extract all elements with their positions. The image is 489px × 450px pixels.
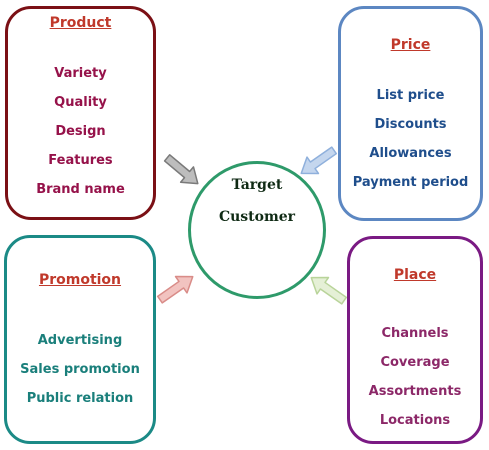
target-customer-circle: Target Customer: [188, 161, 326, 299]
place-box: Place Channels Coverage Assortments Loca…: [347, 236, 483, 444]
product-item: Variety: [54, 66, 107, 81]
price-arrow: [300, 146, 338, 175]
promotion-items: Advertising Sales promotion Public relat…: [7, 326, 153, 413]
center-label-line2: Customer: [218, 209, 296, 225]
place-item: Locations: [379, 413, 451, 428]
place-arrow: [310, 276, 348, 305]
product-arrow: [163, 154, 199, 185]
price-item: Payment period: [352, 175, 469, 190]
price-item: Discounts: [374, 117, 447, 132]
price-items: List price Discounts Allowances Payment …: [341, 81, 480, 197]
promotion-item: Public relation: [26, 391, 134, 406]
promotion-arrow: [156, 275, 194, 304]
product-title: Product: [49, 15, 112, 31]
product-items: Variety Quality Design Features Brand na…: [8, 59, 153, 204]
center-label-line1: Target: [231, 177, 283, 193]
price-title: Price: [390, 37, 431, 53]
price-box: Price List price Discounts Allowances Pa…: [338, 6, 483, 221]
place-items: Channels Coverage Assortments Locations: [350, 319, 480, 435]
product-item: Design: [55, 124, 106, 139]
product-item: Features: [48, 153, 113, 168]
place-item: Assortments: [368, 384, 462, 399]
place-item: Coverage: [380, 355, 450, 370]
product-box: Product Variety Quality Design Features …: [5, 6, 156, 220]
promotion-title: Promotion: [38, 272, 122, 288]
promotion-item: Advertising: [37, 333, 123, 348]
promotion-box: Promotion Advertising Sales promotion Pu…: [4, 235, 156, 444]
place-title: Place: [393, 267, 437, 283]
promotion-item: Sales promotion: [20, 362, 140, 377]
product-item: Quality: [54, 95, 107, 110]
product-item: Brand name: [36, 182, 125, 197]
price-item: List price: [376, 88, 445, 103]
place-item: Channels: [381, 326, 449, 341]
price-item: Allowances: [369, 146, 452, 161]
